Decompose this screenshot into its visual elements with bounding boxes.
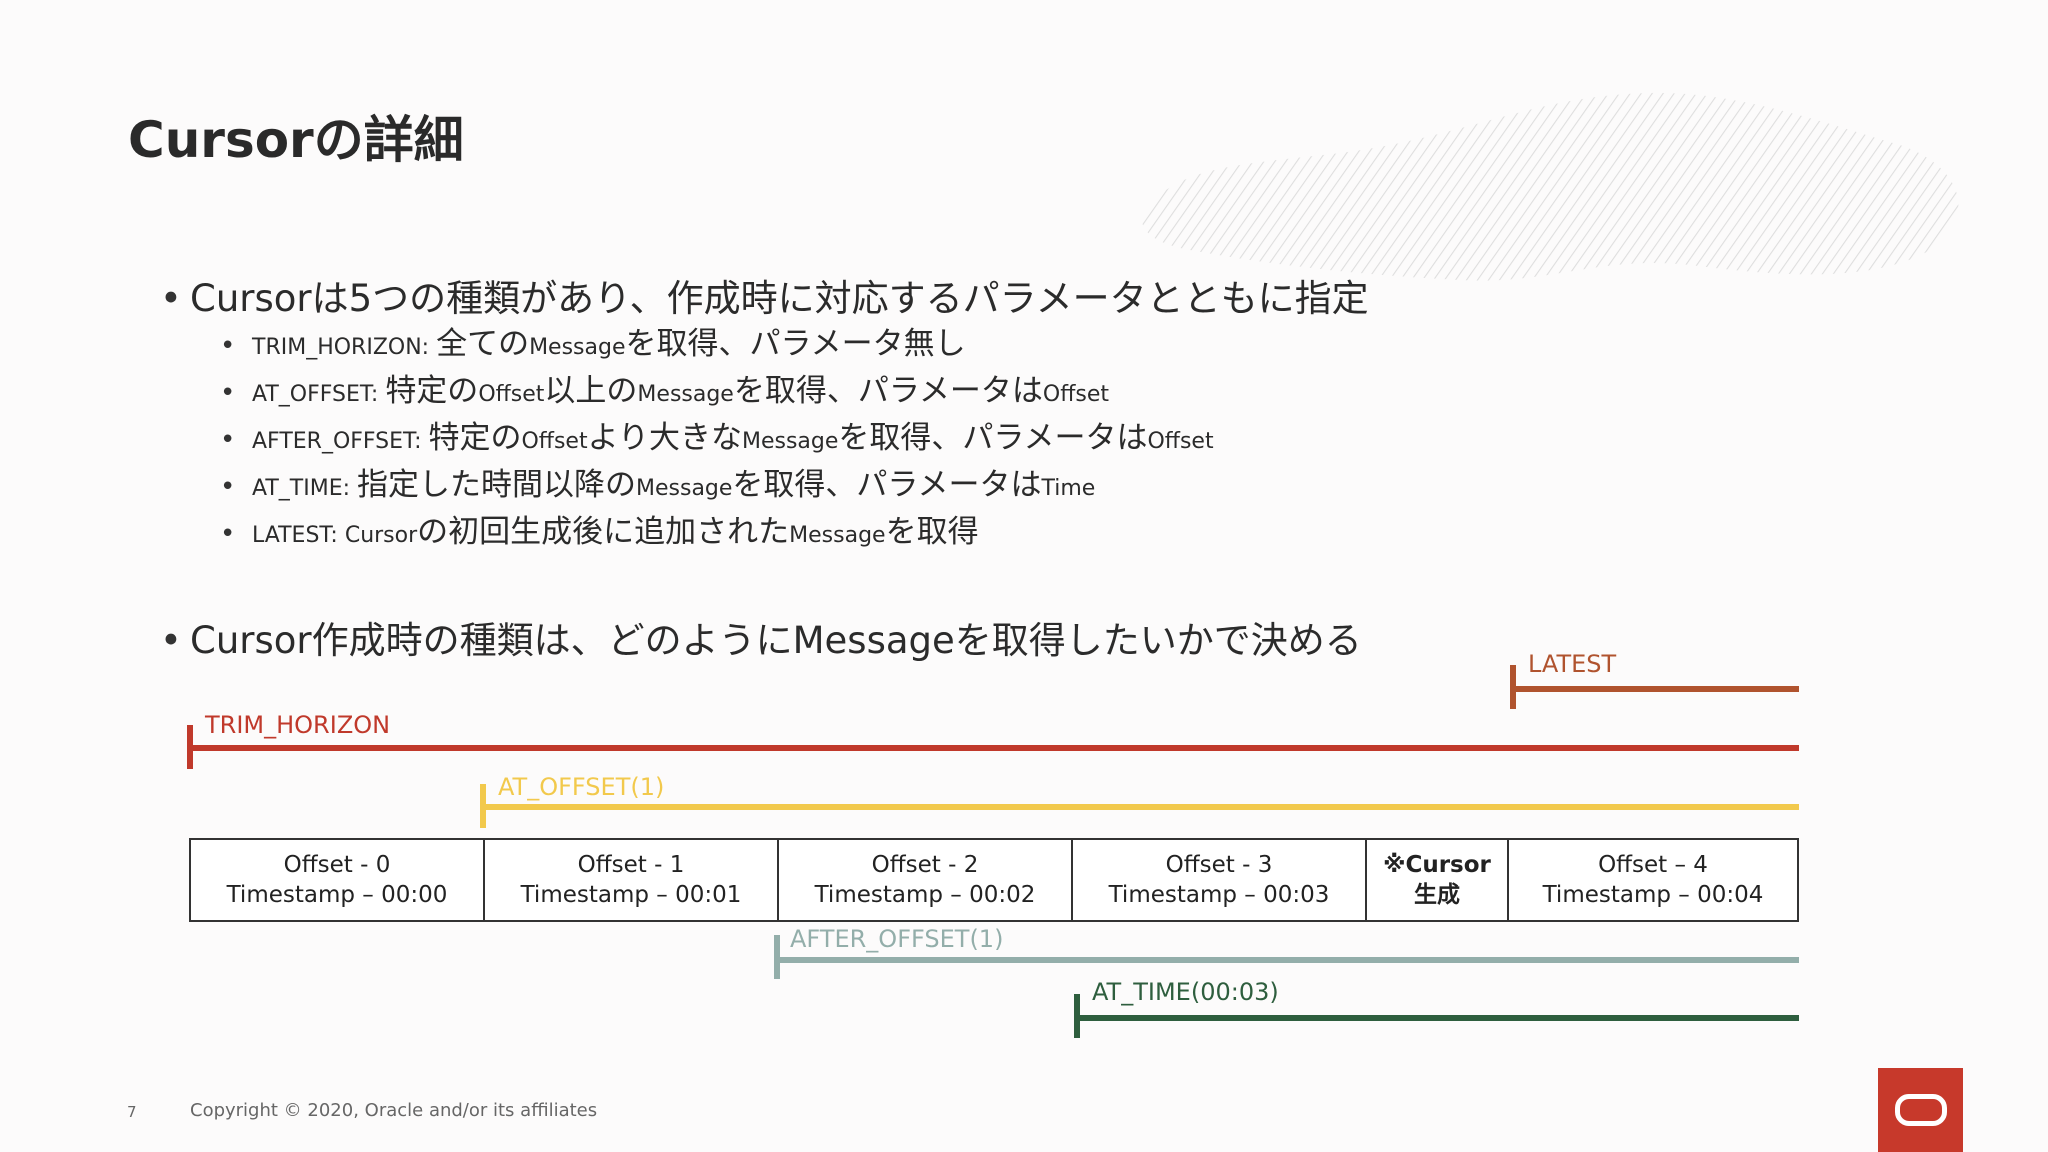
offset-table: Offset - 0 Timestamp – 00:00 Offset - 1 … (189, 838, 1799, 922)
bullet-text: Cursor作成時の種類は、どのようにMessageを取得したいかで決める (190, 619, 1362, 662)
cell-timestamp: Timestamp – 00:02 (814, 882, 1036, 908)
page-number: 7 (127, 1103, 137, 1121)
offset-cell: Offset – 4 Timestamp – 00:04 (1509, 840, 1797, 920)
cursor-created-cell: ※Cursor 生成 (1367, 840, 1509, 920)
cell-marker-line2: 生成 (1414, 882, 1460, 908)
lane-line-latest (1510, 686, 1799, 692)
lane-line-after-offset (774, 957, 1799, 963)
cursor-type-text: 指定した時間以降の (357, 467, 636, 503)
lane-label-at-time: AT_TIME(00:03) (1092, 978, 1279, 1006)
cursor-type-text: を取得、パラメータは (732, 467, 1042, 503)
cell-marker-line1: ※Cursor (1383, 852, 1491, 878)
lane-label-latest: LATEST (1528, 650, 1617, 678)
offset-cell: Offset - 1 Timestamp – 00:01 (485, 840, 779, 920)
offset-cell: Offset - 3 Timestamp – 00:03 (1073, 840, 1367, 920)
cell-timestamp: Timestamp – 00:01 (520, 882, 742, 908)
lane-label-at-offset: AT_OFFSET(1) (498, 773, 665, 801)
cursor-type-text: AT_OFFSET: (252, 382, 386, 407)
cursor-type-text: の初回生成後に追加された (417, 514, 790, 550)
copyright-text: Copyright © 2020, Oracle and/or its affi… (190, 1100, 598, 1121)
bullet-dot: • (220, 331, 236, 361)
slide-title: Cursorの詳細 (128, 111, 464, 169)
cell-timestamp: Timestamp – 00:00 (226, 882, 448, 908)
cursor-type-text: Message (789, 523, 886, 548)
cursor-type-item: • TRIM_HORIZON: 全てのMessageを取得、パラメータ無し (220, 318, 966, 363)
cursor-type-text: Offset (478, 382, 545, 407)
bullet-dot: • (160, 619, 182, 662)
cursor-type-item: • AT_TIME: 指定した時間以降のMessageを取得、パラメータはTime (220, 459, 1095, 504)
cursor-type-text: Message (529, 335, 626, 360)
offset-cell: Offset - 0 Timestamp – 00:00 (191, 840, 485, 920)
bullet-cursor-choice: •Cursor作成時の種類は、どのようにMessageを取得したいかで決める (160, 610, 1362, 664)
cursor-type-text: Offset (1147, 429, 1214, 454)
cell-timestamp: Timestamp – 00:03 (1108, 882, 1330, 908)
cursor-type-text: Message (637, 382, 734, 407)
bullet-dot: • (220, 378, 236, 408)
offset-cell: Offset - 2 Timestamp – 00:02 (779, 840, 1073, 920)
cursor-type-text: より大きな (587, 420, 742, 456)
bullet-cursor-types: •Cursorは5つの種類があり、作成時に対応するパラメータとともに指定 (160, 268, 1369, 322)
cursor-type-text: Message (741, 429, 839, 454)
cursor-type-text: AT_TIME: (252, 476, 357, 501)
cell-offset: Offset - 3 (1165, 852, 1273, 878)
lane-line-at-time (1074, 1015, 1799, 1021)
cursor-type-text: を取得 (885, 514, 979, 550)
cursor-type-text: LATEST: Cursor (252, 523, 418, 548)
cursor-type-text: を取得、パラメータ無し (625, 326, 966, 362)
cursor-type-text: 特定の (385, 373, 479, 409)
bullet-dot: • (220, 425, 236, 455)
cursor-type-text: TRIM_HORIZON: (252, 335, 437, 360)
cursor-type-item: •AFTER_OFFSET: 特定のOffsetより大きなMessageを取得、… (220, 412, 1214, 457)
bullet-dot: • (220, 472, 236, 502)
cursor-type-text: Time (1041, 476, 1096, 501)
cell-offset: Offset - 1 (577, 852, 685, 878)
cursor-type-item: •AT_OFFSET: 特定のOffset以上のMessageを取得、パラメータ… (220, 365, 1109, 410)
cursor-type-text: Offset (1042, 382, 1110, 407)
cursor-type-text: 全ての (436, 326, 530, 362)
cursor-type-text: を取得、パラメータは (733, 373, 1043, 409)
bullet-dot: • (220, 519, 236, 549)
lane-label-after-offset: AFTER_OFFSET(1) (790, 925, 1004, 953)
cursor-type-text: AFTER_OFFSET: (252, 429, 429, 454)
cursor-type-text: Message (636, 476, 733, 501)
cell-timestamp: Timestamp – 00:04 (1542, 882, 1764, 908)
decorative-texture (1142, 92, 1959, 281)
cursor-type-text: を取得、パラメータは (838, 420, 1148, 456)
lane-label-trim-horizon: TRIM_HORIZON (205, 711, 391, 739)
bullet-text: Cursorは5つの種類があり、作成時に対応するパラメータとともに指定 (190, 277, 1369, 320)
cell-offset: Offset – 4 (1598, 852, 1708, 878)
lane-line-at-offset (480, 804, 1799, 810)
bullet-dot: • (160, 277, 182, 320)
cell-offset: Offset - 0 (283, 852, 391, 878)
oracle-logo-icon (1894, 1094, 1947, 1126)
cell-offset: Offset - 2 (871, 852, 979, 878)
cursor-type-text: 以上の (544, 373, 638, 409)
oracle-logo (1878, 1068, 1963, 1152)
lane-line-trim-horizon (187, 745, 1799, 751)
cursor-type-text: 特定の (428, 420, 522, 456)
cursor-type-item: • LATEST: Cursorの初回生成後に追加されたMessageを取得 (220, 506, 979, 551)
cursor-type-text: Offset (521, 429, 588, 454)
